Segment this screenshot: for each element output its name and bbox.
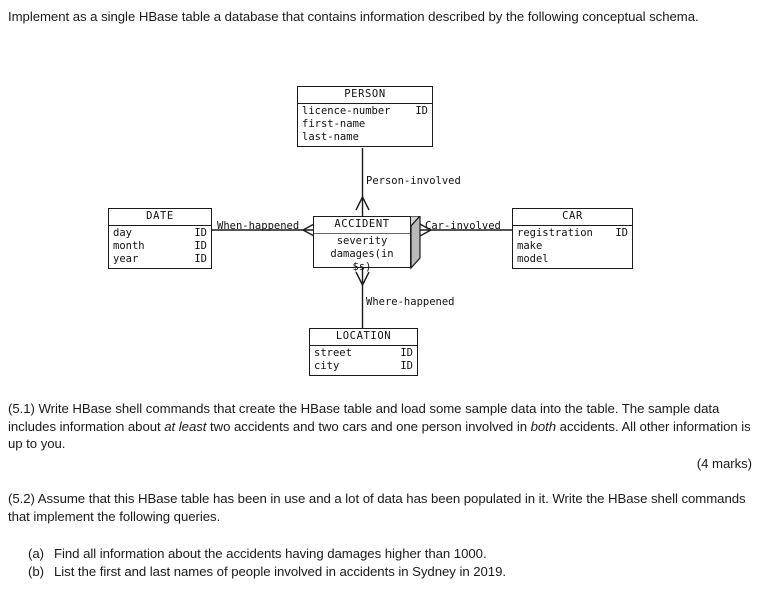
attribute-name: day [113, 227, 132, 239]
attribute-name: registration [517, 227, 593, 239]
arrowhead-person-involved [355, 195, 370, 211]
attribute-key [418, 131, 428, 144]
attribute-key [618, 253, 628, 266]
diagram-connectors [212, 148, 512, 328]
attribute-name: month [113, 240, 145, 252]
attribute-name: model [517, 253, 549, 265]
list-item-marker: (a) [28, 546, 44, 561]
entity-date: DATE day ID month ID year ID [108, 208, 212, 269]
attribute-row: make [517, 240, 628, 253]
arrowhead-car-involved [417, 222, 433, 238]
attribute-name: severity [336, 235, 388, 247]
attribute-row: registration ID [517, 227, 628, 240]
attribute-key: ID [615, 227, 628, 239]
arrowhead-when-happened [301, 222, 317, 238]
entity-accident-attributes: severity damages(in $s) [314, 234, 410, 276]
list-item-text: List the first and last names of people … [54, 563, 506, 579]
q51-part3: accidents. All other information is up t… [8, 418, 751, 452]
attribute-name: last-name [302, 131, 359, 143]
attribute-name: licence-number [302, 105, 391, 117]
list-item: (a) Find all information about the accid… [28, 545, 750, 563]
q51-emphasis-at-least: at least [164, 418, 207, 434]
attribute-name: make [517, 240, 543, 252]
entity-accident-face: ACCIDENT severity damages(in $s) [313, 216, 411, 273]
attribute-key: ID [194, 240, 207, 252]
entity-car: CAR registration ID make model [512, 208, 633, 269]
list-item: (b) List the first and last names of peo… [28, 563, 750, 581]
question-5-1-marks: (4 marks) [8, 455, 758, 473]
attribute-row: year ID [113, 253, 207, 266]
attribute-key: ID [400, 360, 413, 372]
entity-accident: ACCIDENT severity damages(in $s) [313, 216, 421, 273]
entity-person: PERSON licence-number ID first-name last… [297, 86, 433, 147]
attribute-name: first-name [302, 118, 366, 130]
relationship-label-car-involved: Car-involved [425, 220, 501, 232]
marks-label: (4 marks) [696, 456, 752, 471]
attribute-key: ID [194, 227, 207, 239]
relationship-label-where-happened: Where-happened [366, 296, 455, 308]
entity-person-title: PERSON [298, 87, 432, 104]
attribute-row: month ID [113, 240, 207, 253]
relationship-label-person-involved: Person-involved [366, 175, 461, 187]
entity-car-attributes: registration ID make model [513, 226, 632, 268]
attribute-row: first-name [302, 118, 428, 131]
entity-location-title: LOCATION [310, 329, 417, 346]
arrowhead-where-happened [355, 271, 370, 287]
entity-date-title: DATE [109, 209, 211, 226]
attribute-row: model [517, 253, 628, 266]
attribute-row: licence-number ID [302, 105, 428, 118]
list-item-text: Find all information about the accidents… [54, 546, 487, 561]
entity-car-title: CAR [513, 209, 632, 226]
attribute-row: day ID [113, 227, 207, 240]
attribute-key: ID [400, 347, 413, 359]
attribute-key: ID [194, 253, 207, 265]
er-diagram: PERSON licence-number ID first-name last… [0, 70, 758, 395]
attribute-key [418, 118, 428, 131]
question-5-2-subitems: (a) Find all information about the accid… [28, 545, 750, 580]
attribute-row: street ID [314, 347, 413, 360]
entity-accident-title: ACCIDENT [314, 217, 410, 234]
attribute-key [618, 240, 628, 253]
intro-paragraph: Implement as a single HBase table a data… [8, 8, 750, 26]
relationship-label-when-happened: When-happened [217, 220, 300, 232]
question-5-2: (5.2) Assume that this HBase table has b… [8, 490, 752, 525]
attribute-name: year [113, 253, 139, 265]
q51-part1: (5.1) Write HBase shell commands that cr… [8, 401, 720, 434]
q52-text: (5.2) Assume that this HBase table has b… [8, 491, 746, 524]
entity-location: LOCATION street ID city ID [309, 328, 418, 376]
list-item-marker: (b) [28, 563, 44, 579]
attribute-name: street [314, 347, 352, 359]
q51-part2: two accidents and two cars and one perso… [206, 418, 531, 434]
intro-text: Implement as a single HBase table a data… [8, 9, 699, 24]
attribute-row: last-name [302, 131, 428, 144]
attribute-row: city ID [314, 360, 413, 373]
entity-person-attributes: licence-number ID first-name last-name [298, 104, 432, 146]
q51-emphasis-both: both [530, 418, 557, 434]
attribute-key: ID [415, 105, 428, 117]
entity-date-attributes: day ID month ID year ID [109, 226, 211, 268]
question-5-1: (5.1) Write HBase shell commands that cr… [8, 400, 752, 453]
attribute-name: damages(in $s) [330, 248, 394, 273]
entity-location-attributes: street ID city ID [310, 346, 417, 375]
attribute-name: city [314, 360, 340, 372]
